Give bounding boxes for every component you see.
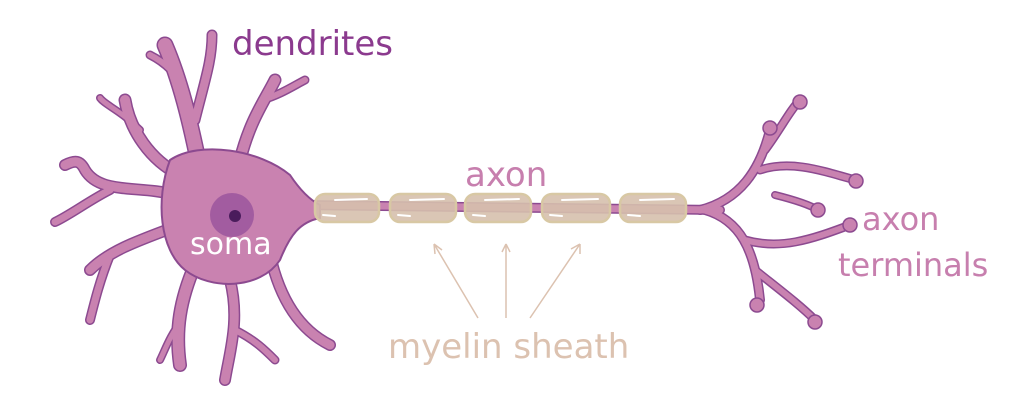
branch — [97, 95, 143, 133]
myelin-segment — [463, 192, 533, 224]
myelin-highlight — [322, 198, 368, 217]
axon-label: axon — [465, 155, 547, 195]
myelin-segment — [313, 192, 381, 224]
soma-label: soma — [190, 227, 272, 262]
dendrites-label: dendrites — [232, 24, 393, 64]
branch — [696, 126, 774, 214]
myelin-highlight — [397, 198, 445, 217]
arrow-3 — [529, 243, 581, 319]
terminal-bulb — [848, 173, 864, 189]
terminal-bulb — [762, 120, 778, 136]
branch — [742, 222, 853, 248]
branch — [60, 157, 180, 200]
branch — [86, 251, 114, 324]
myelin-highlight — [627, 198, 675, 217]
arrow-2 — [501, 243, 511, 318]
branch — [147, 52, 188, 93]
axon-terminals-label-line2: terminals — [838, 246, 988, 284]
branch — [191, 31, 216, 124]
terminal-bulb — [749, 297, 765, 313]
branch — [757, 162, 858, 183]
branch — [235, 75, 280, 165]
myelin-segment — [388, 192, 458, 224]
myelin-arrows — [433, 243, 581, 319]
myelin-highlight — [472, 198, 520, 217]
branch — [232, 327, 278, 363]
axon-terminal-bulbs — [749, 94, 864, 330]
branch — [701, 206, 764, 304]
branch — [51, 186, 114, 226]
branch-outline — [264, 249, 336, 351]
arrow-1 — [433, 243, 479, 319]
nucleolus — [229, 210, 241, 222]
axon-terminals-label-line1: axon — [862, 200, 939, 238]
myelin-highlight — [549, 198, 599, 217]
terminal-bulb — [810, 202, 826, 218]
branch — [157, 317, 185, 363]
myelin-sheath-label: myelin sheath — [388, 327, 629, 367]
terminal-bulb — [792, 94, 808, 110]
terminal-bulb — [842, 217, 858, 233]
myelin-segment — [540, 192, 612, 224]
myelin-sheath — [313, 192, 688, 224]
branch — [172, 259, 201, 371]
terminal-bulb — [807, 314, 823, 330]
branch — [259, 77, 308, 103]
branch — [220, 275, 239, 385]
myelin-segment — [618, 192, 688, 224]
